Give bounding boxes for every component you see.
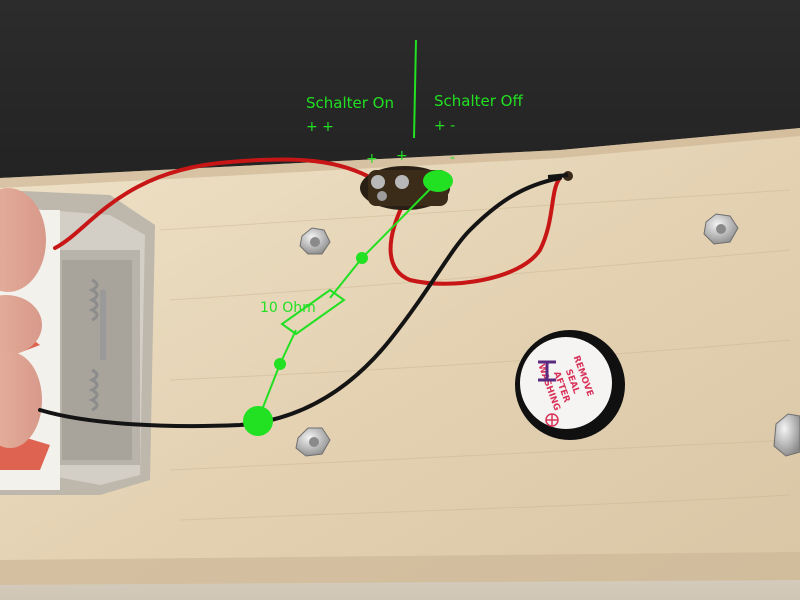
wire-hole-stub — [547, 173, 569, 179]
hex-nut-right-bottom — [773, 413, 800, 457]
switch — [360, 166, 450, 210]
resistor-line-mid-top — [329, 257, 363, 299]
red-wire-battery — [53, 157, 377, 250]
wood-grain — [159, 189, 791, 521]
divider-line — [413, 39, 417, 139]
terminal-plus-1: + — [366, 151, 378, 167]
black-wire — [38, 176, 562, 429]
hex-nut-right-top — [703, 213, 739, 245]
hex-nut-left-bottom — [295, 427, 331, 457]
terminal-plus-2: + — [396, 148, 408, 164]
board-edge — [0, 128, 800, 188]
fingers — [0, 188, 46, 448]
switch-on-label: Schalter On — [306, 94, 394, 112]
resistor-label: 10 Ohm — [260, 300, 316, 316]
red-wire-loop — [388, 176, 562, 286]
sticker-h-mark — [538, 360, 556, 382]
hex-nut-left-top — [299, 227, 331, 255]
switch-off-polarity: + - — [434, 118, 455, 134]
wire-connection-marker — [243, 406, 273, 436]
board-bottom-edge — [0, 552, 800, 585]
resistor-line-mid-bottom — [279, 329, 297, 365]
terminal-minus: - — [450, 150, 455, 166]
wooden-board — [0, 128, 800, 585]
resistor-symbol — [280, 288, 346, 336]
piezo-buzzer: REMOVE SEAL AFTER WASHING — [515, 330, 625, 440]
annotation-layer: Schalter On + + Schalter Off + - + + - 1… — [243, 39, 523, 436]
switch-on-polarity: + + — [306, 119, 334, 135]
switch-off-label: Schalter Off — [434, 92, 523, 110]
resistor-line-top — [361, 180, 439, 259]
